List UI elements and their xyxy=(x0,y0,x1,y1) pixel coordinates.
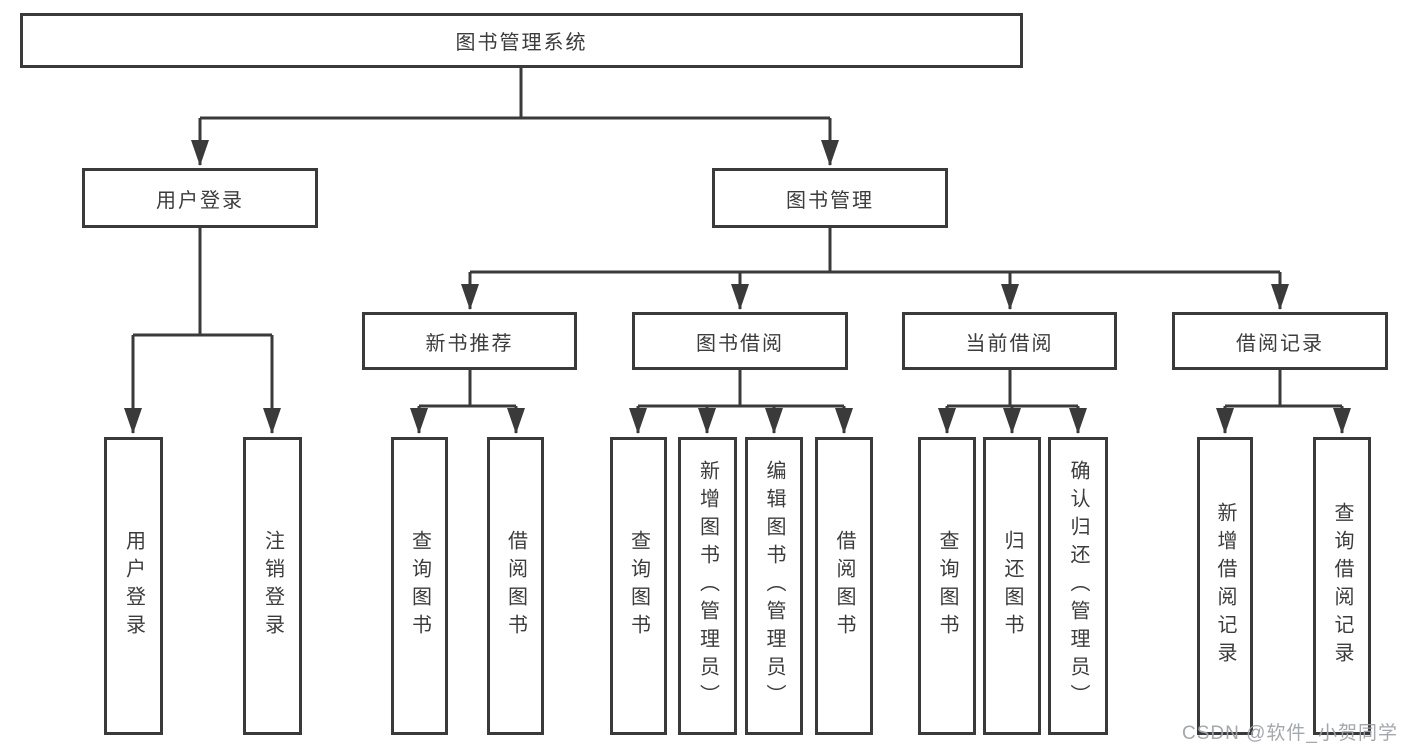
leaf-current-return-books: 归还图书 xyxy=(983,437,1041,735)
leaf-label: 借阅图书 xyxy=(504,530,527,642)
node-current-borrow: 当前借阅 xyxy=(902,312,1117,370)
leaf-label: 归还图书 xyxy=(1001,530,1023,642)
leaf-label: 查询图书 xyxy=(627,530,650,642)
leaf-current-confirm-return-admin: 确认归还（管理员） xyxy=(1048,437,1108,735)
leaf-label: 编辑图书（管理员） xyxy=(763,460,785,712)
leaf-borrow-borrow-books: 借阅图书 xyxy=(815,437,873,735)
leaf-label: 查询图书 xyxy=(408,530,431,642)
leaf-current-query-books: 查询图书 xyxy=(918,437,976,735)
leaf-label: 借阅图书 xyxy=(833,530,855,642)
csdn-watermark: CSDN @软件_小贺同学 xyxy=(1182,723,1398,744)
leaf-logout: 注销登录 xyxy=(243,437,302,735)
node-new-book-recommend: 新书推荐 xyxy=(362,312,577,370)
leaf-newbooks-borrow-books: 借阅图书 xyxy=(487,437,544,735)
leaf-records-add-record: 新增借阅记录 xyxy=(1197,437,1253,735)
leaf-label: 新增图书（管理员） xyxy=(696,460,719,712)
node-book-management: 图书管理 xyxy=(712,168,948,228)
leaf-label: 查询图书 xyxy=(936,530,958,642)
leaf-label: 注销登录 xyxy=(261,530,284,642)
leaf-user-login: 用户登录 xyxy=(104,437,163,735)
leaf-label: 确认归还（管理员） xyxy=(1067,460,1089,712)
leaf-borrow-query-books: 查询图书 xyxy=(610,437,667,735)
leaf-newbooks-query-books: 查询图书 xyxy=(391,437,448,735)
node-root-system: 图书管理系统 xyxy=(20,13,1023,68)
node-user-login: 用户登录 xyxy=(82,168,318,228)
leaf-borrow-add-books-admin: 新增图书（管理员） xyxy=(678,437,737,735)
node-book-borrow: 图书借阅 xyxy=(632,312,848,370)
leaf-records-query-record: 查询借阅记录 xyxy=(1313,437,1371,735)
leaf-label: 新增借阅记录 xyxy=(1214,502,1236,670)
leaf-label: 查询借阅记录 xyxy=(1331,502,1353,670)
node-borrow-records: 借阅记录 xyxy=(1172,312,1388,370)
leaf-borrow-edit-books-admin: 编辑图书（管理员） xyxy=(745,437,803,735)
leaf-label: 用户登录 xyxy=(122,530,145,642)
